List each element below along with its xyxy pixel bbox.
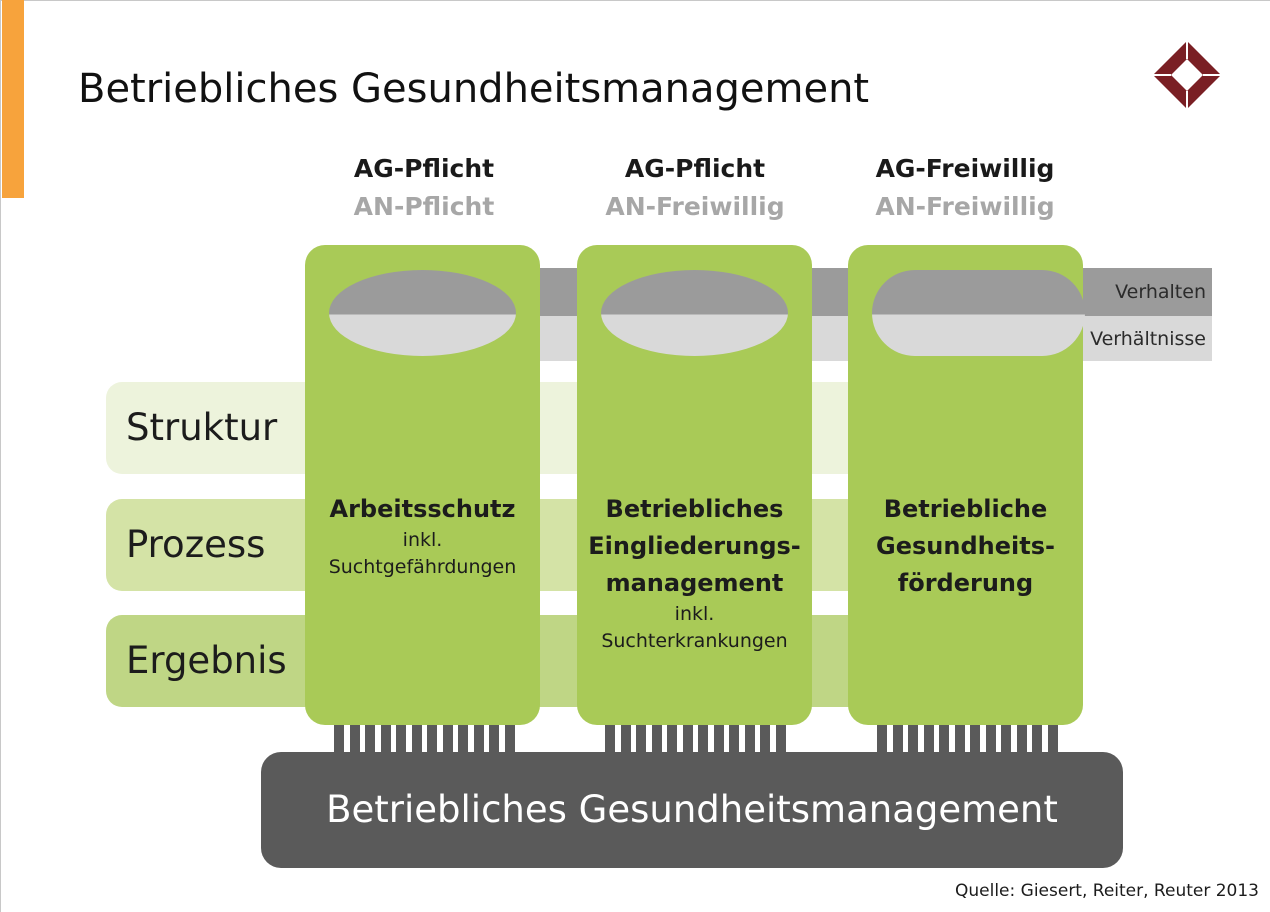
column-header-2: AG-Pflicht AN-Freiwillig [575, 150, 815, 226]
connector-tooth [892, 725, 903, 755]
connector-tooth [1016, 725, 1027, 755]
connector-tooth [970, 725, 980, 755]
connector-tooth [605, 725, 615, 755]
pillar-gesundheitsfoerderung: Betriebliche Gesundheits- förderung [848, 245, 1085, 725]
connector-tooth [908, 725, 918, 755]
base-block: Betriebliches Gesundheitsmanagement [261, 752, 1123, 868]
diamond-logo-icon [1153, 41, 1221, 109]
connector-tooth [775, 725, 786, 755]
connector-tooth [442, 725, 453, 755]
pillar-eingliederungsmanagement: Betriebliches Eingliederungs- management… [577, 245, 812, 725]
pillar-sub-line: inkl. [674, 603, 715, 625]
page-title: Betriebliches Gesundheitsmanagement [78, 66, 870, 112]
connector-tooth [334, 725, 344, 755]
connector-tooth [729, 725, 739, 755]
pillar-sub-line: Suchterkrankungen [601, 630, 788, 652]
accent-bar [2, 0, 24, 198]
row-label: Prozess [126, 523, 266, 566]
connector-tooth [682, 725, 693, 755]
band-verhaeltnisse-label: Verhältnisse [1090, 328, 1206, 350]
connector-tooth [504, 725, 515, 755]
connector-tooth [396, 725, 406, 755]
connector-tooth [1001, 725, 1011, 755]
row-label: Struktur [126, 406, 278, 449]
connector-tooth [954, 725, 965, 755]
connector-tooth [458, 725, 468, 755]
connector-tooth [620, 725, 631, 755]
frame-left-line [0, 0, 1, 912]
connector-tooth [744, 725, 755, 755]
column-header-3: AG-Freiwillig AN-Freiwillig [845, 150, 1085, 226]
connector-tooth [651, 725, 662, 755]
pillar-ellipse [601, 270, 788, 356]
pillar-main-line: Eingliederungs- [588, 532, 801, 560]
connector-tooth [667, 725, 677, 755]
connector-tooth [713, 725, 724, 755]
column-header-an: AN-Freiwillig [875, 192, 1055, 221]
pillar-sub-line: inkl. [402, 529, 443, 551]
pillar-arbeitsschutz: Arbeitsschutz inkl. Suchtgefährdungen [305, 245, 540, 725]
pillar-sub-line: Suchtgefährdungen [328, 556, 517, 578]
connector-tooth [489, 725, 499, 755]
column-header-an: AN-Pflicht [353, 192, 495, 221]
pillar-text: Betriebliche Gesundheits- förderung [848, 491, 1083, 602]
pillar-ellipse [329, 270, 516, 356]
pillar-main-line: Gesundheits- [876, 532, 1055, 560]
connector-tooth [985, 725, 996, 755]
pillar-main-line: Betriebliche [883, 495, 1048, 523]
connector-tooth [473, 725, 484, 755]
column-header-ag: AG-Freiwillig [875, 154, 1055, 183]
connector-tooth [877, 725, 887, 755]
connector-tooth [939, 725, 949, 755]
connector-tooth [760, 725, 770, 755]
pillar-text: Arbeitsschutz inkl. Suchtgefährdungen [305, 491, 540, 582]
row-label: Ergebnis [126, 639, 287, 682]
pillar-main-line: Betriebliches [605, 495, 784, 523]
pillar-main-line: förderung [897, 569, 1034, 597]
column-header-ag: AG-Pflicht [353, 154, 495, 183]
pillar-main-line: management [605, 569, 784, 597]
pillar-connector-2 [605, 725, 786, 755]
column-header-ag: AG-Pflicht [624, 154, 766, 183]
pillar-text: Betriebliches Eingliederungs- management… [577, 491, 812, 656]
pillar-connector-1 [334, 725, 515, 755]
pillar-connector-3 [877, 725, 1058, 755]
connector-tooth [349, 725, 360, 755]
connector-tooth [427, 725, 437, 755]
connector-tooth [1032, 725, 1042, 755]
column-header-1: AG-Pflicht AN-Pflicht [304, 150, 544, 226]
connector-tooth [1047, 725, 1058, 755]
pillar-main-line: Arbeitsschutz [329, 495, 516, 523]
column-header-an: AN-Freiwillig [605, 192, 785, 221]
source-citation: Quelle: Giesert, Reiter, Reuter 2013 [955, 881, 1259, 901]
connector-tooth [380, 725, 391, 755]
pillar-ellipse [872, 270, 1085, 356]
frame-top-line [0, 0, 1270, 1]
base-label: Betriebliches Gesundheitsmanagement [326, 788, 1058, 831]
connector-tooth [365, 725, 375, 755]
band-verhalten-label: Verhalten [1115, 281, 1206, 303]
connector-tooth [636, 725, 646, 755]
connector-tooth [411, 725, 422, 755]
connector-tooth [923, 725, 934, 755]
connector-tooth [698, 725, 708, 755]
